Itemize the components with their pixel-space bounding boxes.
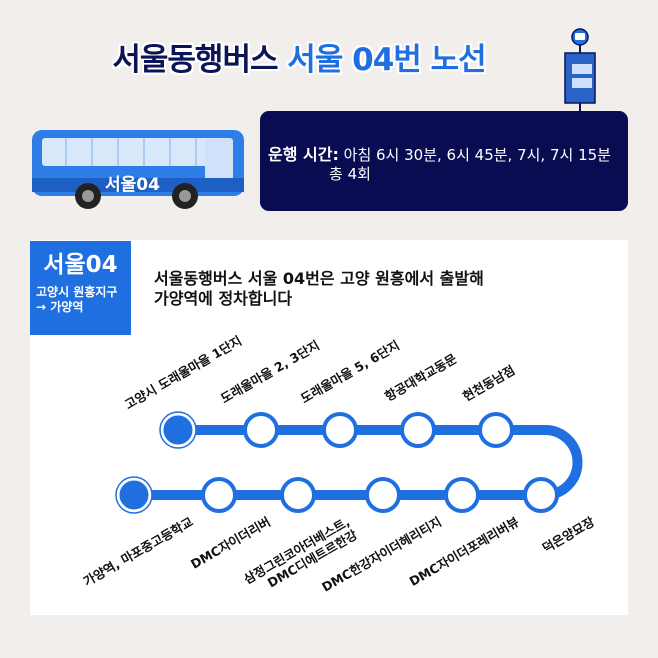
schedule-times: 아침 6시 30분, 6시 45분, 7시, 7시 15분: [343, 146, 611, 164]
route-description: 서울동행버스 서울 04번은 고양 원흥에서 출발해 가양역에 정차합니다: [154, 269, 484, 309]
start-stop-marker: [160, 412, 196, 448]
stop-marker: [523, 477, 559, 513]
route-tag: 서울04 고양시 원흥지구 → 가양역: [30, 241, 131, 335]
stop-marker: [243, 412, 279, 448]
stop-ring: [159, 411, 197, 449]
stop-marker: [400, 412, 436, 448]
route-number: 서울04: [43, 252, 118, 278]
bus-illustration: [32, 130, 244, 209]
stop-marker: [322, 412, 358, 448]
stop-marker: [365, 477, 401, 513]
bus-label: 서울04: [105, 175, 160, 195]
route-origin: 고양시 원흥지구: [36, 285, 118, 299]
title-route: 서울 04번 노선: [287, 42, 486, 78]
stop-marker: [444, 477, 480, 513]
bus-stop-icon: [564, 28, 596, 114]
schedule-total: 총 4회: [329, 165, 371, 183]
stop-marker: [201, 477, 237, 513]
description-line-2: 가양역에 정차합니다: [154, 289, 293, 308]
page-title: 서울동행버스 서울 04번 노선: [0, 34, 598, 79]
title-operator: 서울동행버스: [112, 42, 278, 78]
description-line-1: 서울동행버스 서울 04번은 고양 원흥에서 출발해: [154, 269, 484, 288]
end-stop-marker: [116, 477, 152, 513]
stop-ring: [115, 476, 153, 514]
route-destination: → 가양역: [36, 300, 84, 314]
schedule-label: 운행 시간:: [268, 145, 339, 164]
stop-marker: [280, 477, 316, 513]
stop-marker: [478, 412, 514, 448]
schedule-box: 운행 시간: 아침 6시 30분, 6시 45분, 7시, 7시 15분 총 4…: [260, 111, 628, 211]
